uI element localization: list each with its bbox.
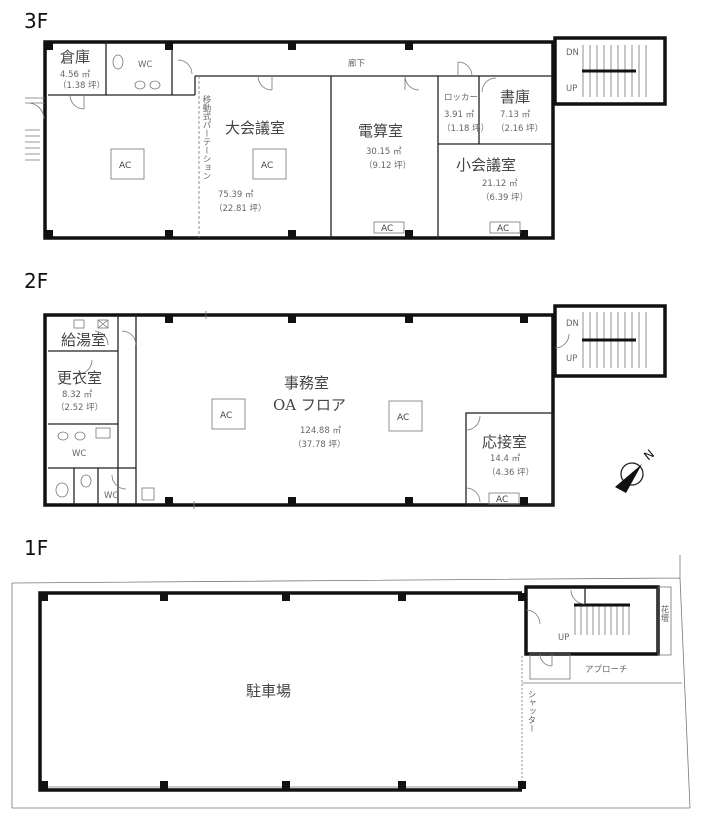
approach-label: アプローチ (585, 665, 628, 675)
svg-text:AC: AC (497, 224, 509, 234)
toilet-fixtures-3f (112, 54, 161, 90)
room-area: 21.12 ㎡ (482, 179, 518, 189)
svg-text:UP: UP (566, 84, 577, 94)
floor-3f: 3F 廊下 倉庫 4.56 ㎡ （1.38 坪） (24, 9, 667, 240)
room-area: 8.32 ㎡ (62, 390, 93, 400)
floor-label-3f: 3F (24, 9, 48, 33)
room-name-large-meeting: 大会議室 (225, 119, 285, 137)
exterior-stairs-3f (25, 97, 45, 161)
staircase-1f: UP (524, 585, 672, 680)
room-area: 4.56 ㎡ (60, 70, 91, 80)
svg-text:AC: AC (397, 413, 409, 423)
staircase-3f: DN UP (553, 36, 667, 106)
room-name-locker-room: 更衣室 (57, 369, 102, 387)
toilet-fixtures-2f (55, 427, 155, 501)
ac-unit: AC (211, 398, 246, 430)
kitchen-fixtures (73, 319, 109, 329)
ac-unit: AC (110, 148, 145, 180)
room-area: 7.13 ㎡ (500, 110, 531, 120)
room-name-small-meeting: 小会議室 (456, 156, 516, 174)
room-subname-office: OA フロア (273, 396, 346, 414)
ac-unit: AC (488, 492, 520, 505)
svg-text:DN: DN (566, 48, 579, 58)
room-area: 14.4 ㎡ (490, 454, 521, 464)
staircase-2f: DN UP (553, 304, 667, 378)
room-name-wc-1: WC (72, 449, 86, 459)
room-name-office: 事務室 (284, 374, 329, 392)
ac-unit: AC (489, 221, 521, 234)
room-tsubo: （2.16 坪） (496, 123, 543, 134)
room-name-computer: 電算室 (358, 122, 403, 140)
svg-text:AC: AC (496, 495, 508, 505)
room-area: 3.91 ㎡ (444, 110, 475, 120)
parking-wall (38, 591, 522, 792)
outer-wall-2f (43, 313, 555, 507)
room-area: 124.88 ㎡ (300, 426, 341, 436)
room-name-wc-2: WC (104, 491, 118, 501)
floor-label-1f: 1F (24, 536, 48, 560)
svg-text:AC: AC (261, 161, 273, 171)
room-name-locker: ロッカー (444, 93, 478, 103)
partition-label: 移動式パーテーション (201, 94, 211, 180)
room-tsubo: （37.78 坪） (293, 439, 346, 450)
ac-unit: AC (252, 148, 287, 180)
room-name-storage: 倉庫 (60, 48, 90, 66)
svg-text:DN: DN (566, 319, 579, 329)
svg-text:N: N (641, 447, 657, 463)
room-tsubo: （2.52 坪） (56, 402, 103, 413)
room-tsubo: （4.36 坪） (487, 467, 534, 478)
room-tsubo: （6.39 坪） (481, 192, 528, 203)
room-tsubo: （22.81 坪） (214, 203, 267, 214)
ac-unit: AC (388, 400, 423, 432)
floor-1f: 1F UP 駐車場 シャッター アプローチ 花壇 (11, 536, 691, 809)
room-tsubo: （9.12 坪） (364, 160, 411, 171)
room-name-library: 書庫 (500, 88, 530, 106)
floor-label-2f: 2F (24, 269, 48, 293)
site-boundary (11, 555, 691, 809)
ac-unit: AC (373, 221, 405, 234)
room-tsubo: （1.38 坪） (58, 80, 105, 91)
room-area: 30.15 ㎡ (366, 147, 402, 157)
svg-text:UP: UP (558, 633, 569, 643)
compass-north-arrow: N (615, 447, 657, 493)
room-tsubo: （1.18 坪） (442, 123, 489, 134)
svg-text:UP: UP (566, 354, 577, 364)
room-name-reception: 応接室 (482, 433, 527, 451)
flowerbed-label: 花壇 (659, 604, 669, 622)
svg-text:AC: AC (220, 411, 232, 421)
room-area: 75.39 ㎡ (218, 190, 254, 200)
shutter-label: シャッター (526, 690, 536, 733)
outer-wall-3f (43, 40, 555, 240)
parking-label: 駐車場 (246, 682, 291, 700)
corridor-label: 廊下 (348, 58, 366, 69)
svg-text:AC: AC (381, 224, 393, 234)
room-name-kitchen: 給湯室 (61, 331, 106, 349)
room-name-wc: WC (138, 60, 152, 70)
floor-2f: 2F 給湯室 更衣室 8.32 ㎡ （2.52 坪） WC WC 事務室 OA … (24, 269, 667, 509)
svg-text:AC: AC (119, 161, 131, 171)
